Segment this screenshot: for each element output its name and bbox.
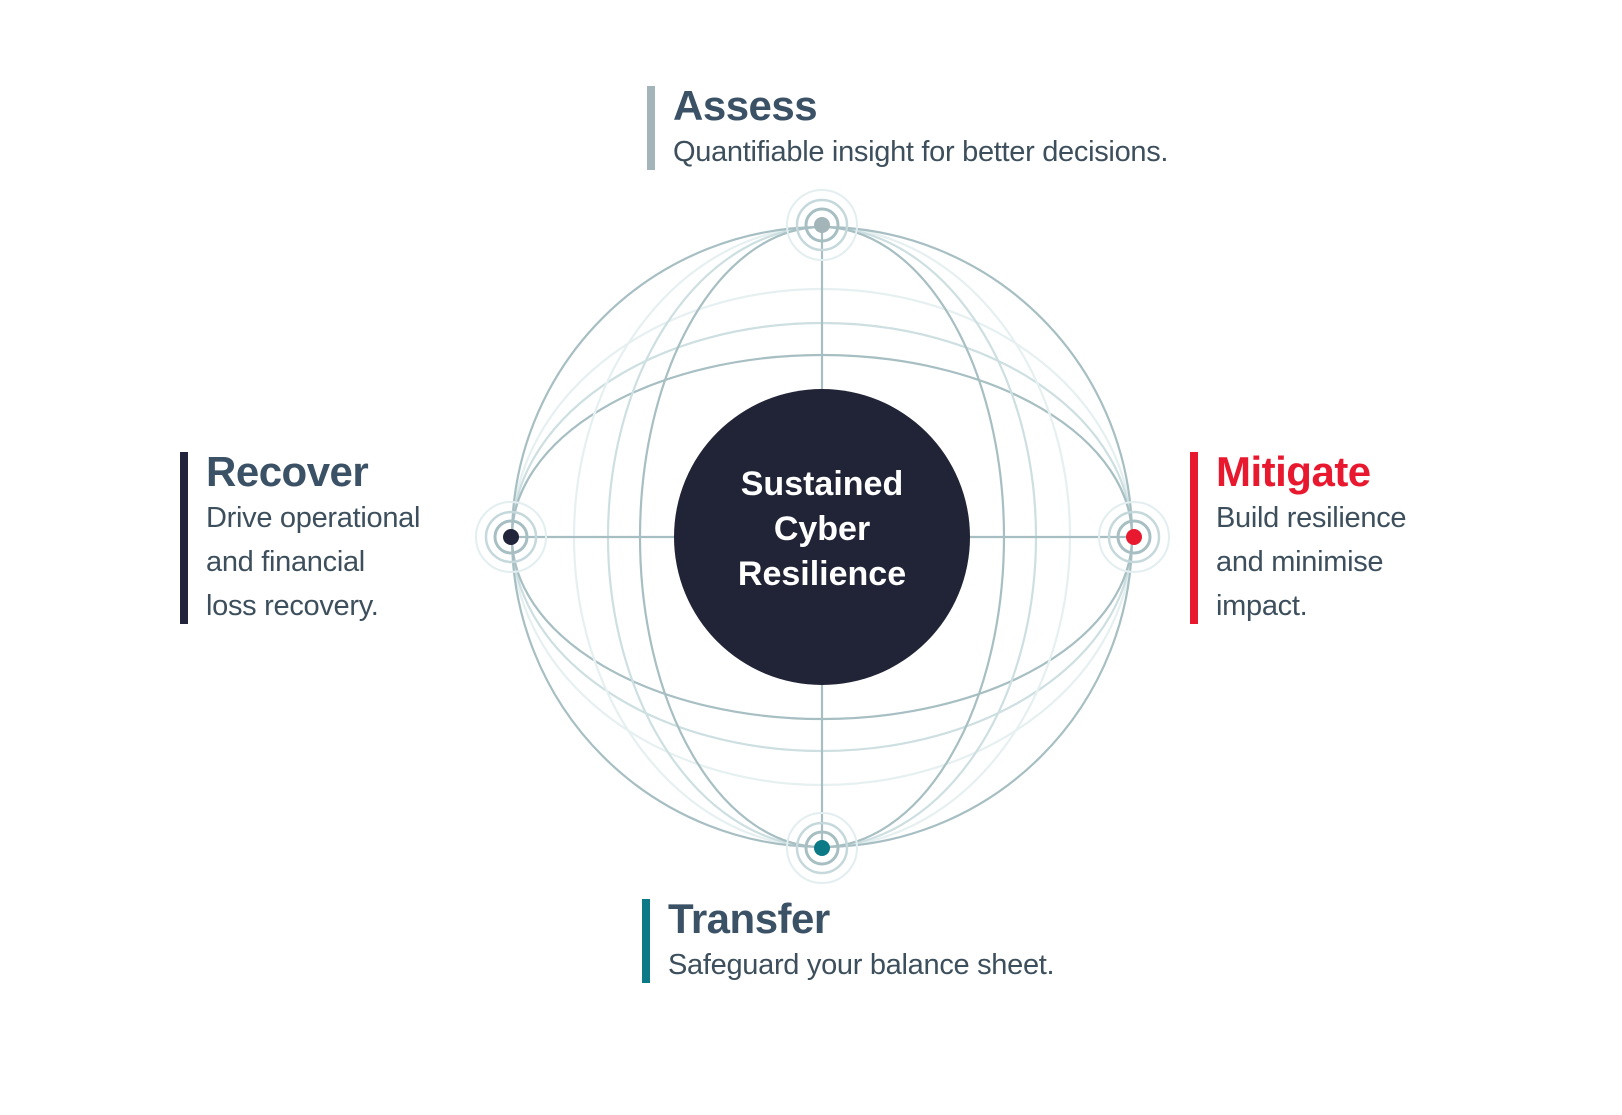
center-line: Resilience	[737, 555, 907, 593]
pillar-description-line: and financial	[206, 546, 365, 578]
recover-dot	[503, 529, 519, 545]
pillar-title: Mitigate	[1216, 448, 1371, 495]
pillar-mitigate: Mitigate Build resilience and minimise i…	[1190, 448, 1407, 628]
transfer-dot	[814, 840, 830, 856]
accent-bar	[642, 899, 650, 983]
pillar-transfer: Transfer Safeguard your balance sheet.	[642, 895, 1055, 987]
accent-bar	[1190, 452, 1198, 624]
accent-bar	[647, 86, 655, 170]
pillar-description-line: loss recovery.	[206, 590, 379, 622]
node-recover	[475, 501, 547, 573]
pillar-description: Quantifiable insight for better decision…	[673, 136, 1169, 168]
center-label: Sustained Cyber Resilience	[672, 462, 972, 597]
pillar-title: Assess	[673, 82, 818, 129]
pillar-title: Recover	[206, 448, 369, 495]
pillar-description-line: and minimise	[1216, 546, 1384, 578]
accent-bar	[180, 452, 188, 624]
core-circle	[674, 389, 970, 685]
pillar-title: Transfer	[668, 895, 830, 942]
center-line: Cyber	[773, 510, 871, 548]
pillar-description: Safeguard your balance sheet.	[668, 949, 1055, 981]
assess-dot	[814, 217, 830, 233]
node-assess	[786, 189, 858, 261]
pillar-description-line: impact.	[1216, 590, 1308, 622]
pillar-description-line: Drive operational	[206, 502, 421, 534]
pillar-assess: Assess Quantifiable insight for better d…	[647, 82, 1168, 174]
node-transfer	[786, 812, 858, 884]
pillar-recover: Recover Drive operational and financial …	[180, 448, 420, 628]
node-mitigate	[1098, 501, 1170, 573]
center-line: Sustained	[740, 465, 904, 503]
mitigate-dot	[1126, 529, 1142, 545]
pillar-description-line: Build resilience	[1216, 502, 1407, 534]
